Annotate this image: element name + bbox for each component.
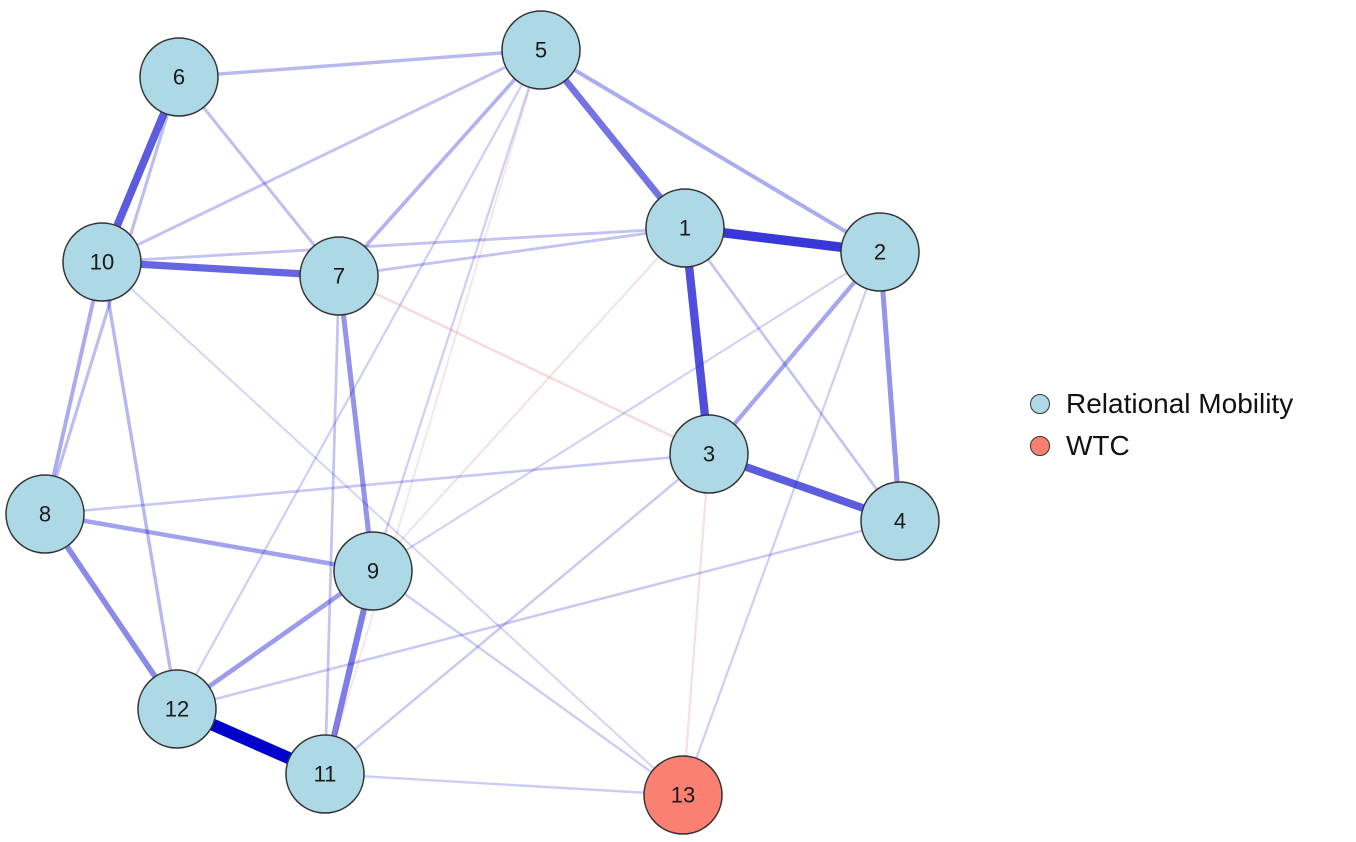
node-7: 7 (299, 236, 379, 316)
node-label: 3 (703, 442, 715, 467)
edge-9-12 (174, 568, 376, 712)
edge-2-4 (877, 249, 903, 524)
node-label: 11 (314, 762, 337, 787)
node-circle (285, 734, 365, 814)
edge-3-13 (681, 452, 711, 797)
edge-8-3 (43, 452, 711, 516)
node-label: 10 (90, 250, 114, 275)
node-1: 1 (645, 188, 725, 268)
node-circle (5, 474, 85, 554)
edge-11-13 (323, 772, 685, 797)
node-10: 10 (62, 222, 142, 302)
node-6: 6 (139, 37, 219, 117)
edge-8-9 (42, 511, 376, 574)
edge-2-3 (706, 249, 883, 457)
node-circle (669, 414, 749, 494)
edge-5-10 (100, 48, 543, 264)
node-label: 6 (173, 65, 185, 90)
node-label: 1 (679, 216, 691, 241)
legend-item-relational-mobility: Relational Mobility (1030, 383, 1293, 425)
legend-swatch-wtc (1030, 436, 1050, 456)
edge-7-11 (323, 274, 341, 776)
edge-2-13 (681, 250, 882, 797)
node-circle (299, 236, 379, 316)
node-13: 13 (643, 755, 723, 835)
node-label: 5 (535, 38, 547, 63)
edge-1-9 (371, 226, 687, 573)
node-12: 12 (137, 669, 217, 749)
legend-item-wtc: WTC (1030, 425, 1293, 467)
node-circle (139, 37, 219, 117)
node-circle (840, 212, 920, 292)
edge-7-3 (337, 274, 711, 456)
node-circle (645, 188, 725, 268)
node-label: 13 (671, 783, 695, 808)
edge-6-5 (177, 48, 543, 79)
edge-7-9 (336, 273, 376, 574)
edge-10-1 (100, 226, 687, 264)
node-9: 9 (333, 531, 413, 611)
legend: Relational Mobility WTC (1030, 383, 1293, 467)
node-label: 8 (39, 502, 51, 527)
node-circle (62, 222, 142, 302)
edge-5-2 (539, 48, 882, 254)
edge-10-13 (100, 260, 685, 797)
legend-label: WTC (1066, 430, 1130, 461)
node-11: 11 (285, 734, 365, 814)
node-label: 9 (367, 559, 379, 584)
node-label: 12 (165, 697, 189, 722)
edge-7-1 (337, 226, 687, 278)
node-2: 2 (840, 212, 920, 292)
node-circle (137, 669, 217, 749)
node-3: 3 (669, 414, 749, 494)
edge-5-11 (324, 49, 542, 775)
node-label: 2 (874, 240, 886, 265)
edge-12-4 (175, 519, 902, 711)
edge-9-2 (371, 250, 882, 573)
edge-1-4 (683, 226, 902, 523)
legend-label: Relational Mobility (1066, 388, 1294, 419)
node-circle (501, 10, 581, 90)
edge-5-12 (175, 48, 543, 711)
edge-5-9 (371, 48, 543, 573)
node-circle (643, 755, 723, 835)
edge-10-8 (43, 260, 104, 516)
node-label: 4 (894, 509, 906, 534)
node-4: 4 (860, 481, 940, 561)
edge-9-13 (371, 569, 685, 797)
edge-6-7 (177, 75, 341, 278)
node-label: 7 (333, 264, 345, 289)
edge-11-3 (323, 452, 711, 776)
node-circle (333, 531, 413, 611)
edge-5-7 (337, 48, 543, 278)
edge-10-12 (100, 260, 179, 711)
node-5: 5 (501, 10, 581, 90)
node-circle (860, 481, 940, 561)
legend-swatch-relational-mobility (1030, 394, 1050, 414)
node-8: 8 (5, 474, 85, 554)
